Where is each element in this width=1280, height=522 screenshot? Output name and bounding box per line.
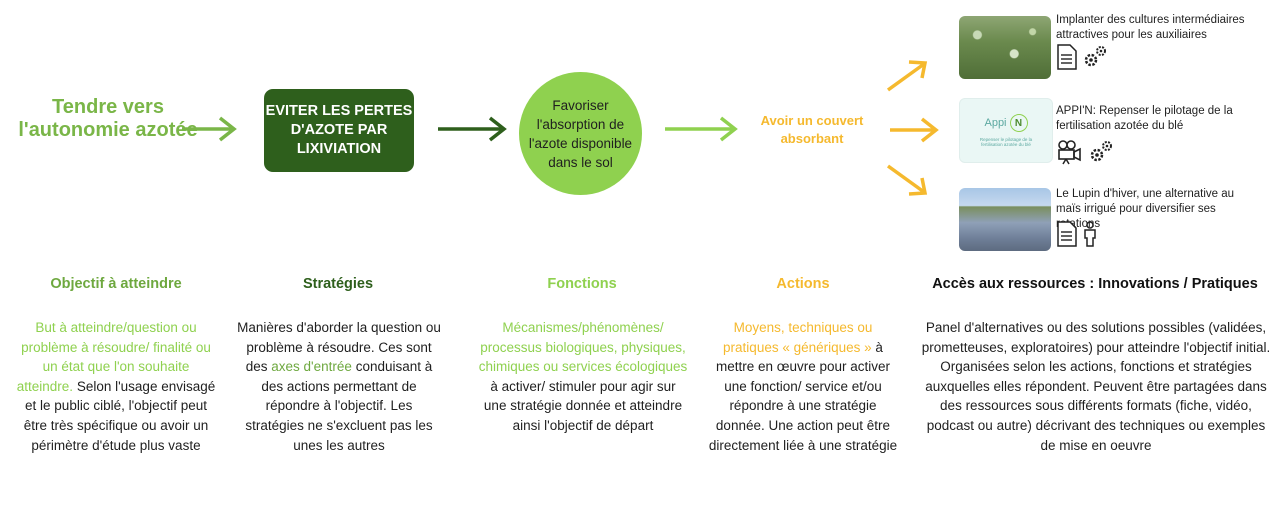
arrow-action-to-resource-3 [882, 160, 932, 200]
resource-3-title[interactable]: Le Lupin d'hiver, une alternative au maï… [1056, 188, 1235, 230]
strategy-label: EVITER LES PERTES D'AZOTE PAR LIXIVIATIO… [265, 103, 413, 157]
document-icon [1057, 221, 1077, 247]
desc-fonctions-rest: à activer/ stimuler pour agir sur une st… [483, 378, 683, 433]
appin-logo-badge: N [1009, 114, 1028, 132]
heading-objectif: Objectif à atteindre [50, 276, 182, 292]
desc-fonctions: Mécanismes/phénomènes/ processus biologi… [478, 318, 688, 436]
arrow-action-to-resource-1 [882, 56, 932, 96]
desc-strategies-part1: Manières d'aborder la question ou problè… [237, 320, 441, 375]
person-icon [1084, 221, 1096, 247]
arrow-action-to-resource-2 [888, 117, 940, 143]
desc-strategies: Manières d'aborder la question ou problè… [236, 318, 442, 455]
video-camera-icon [1058, 140, 1081, 165]
desc-strategies-highlight: axes d'entrée [271, 359, 352, 375]
strategy-box: EVITER LES PERTES D'AZOTE PAR LIXIVIATIO… [264, 89, 414, 172]
document-icon [1057, 44, 1077, 70]
desc-fonctions-highlight: Mécanismes/phénomènes/ processus biologi… [478, 320, 688, 375]
resource-2-icons [1056, 139, 1114, 165]
resource-1-image[interactable] [959, 16, 1051, 79]
heading-strategies: Stratégies [302, 276, 374, 292]
resource-3-icons [1056, 221, 1098, 247]
desc-acces-ressources: Panel d'alternatives ou des solutions po… [921, 320, 1271, 453]
action-label: Avoir un couvert absorbant [760, 113, 864, 146]
resource-1-icons [1056, 44, 1108, 70]
arrow-function-to-action [663, 116, 739, 142]
desc-actions: Moyens, techniques ou pratiques « généri… [708, 318, 898, 455]
resource-1-title[interactable]: Implanter des cultures intermédiaires at… [1056, 14, 1245, 41]
appin-logo: Appi N [984, 114, 1028, 132]
resource-2-image[interactable]: Appi N Repenser le pilotage de la fertil… [959, 98, 1053, 163]
gears-icon [1084, 46, 1106, 67]
resource-2-title[interactable]: APPI'N: Repenser le pilotage de la ferti… [1056, 105, 1233, 132]
heading-fonctions: Fonctions [547, 276, 617, 292]
desc-objectif-rest: Selon l'usage envisagé et le public cibl… [23, 378, 216, 453]
desc-actions-highlight: Moyens, techniques ou pratiques « généri… [723, 320, 873, 355]
arrow-goal-to-strategy [180, 116, 238, 142]
heading-acces-ressources: Accès aux ressources : Innovations / Pra… [932, 276, 1258, 292]
desc-objectif-highlight: But à atteindre/question ou problème à r… [16, 320, 211, 394]
gears-icon [1090, 141, 1112, 162]
resource-3-image[interactable] [959, 188, 1051, 251]
appin-subtitle: Repenser le pilotage de la fertilisation… [979, 137, 1033, 147]
function-circle: Favoriser l'absorption de l'azote dispon… [519, 72, 642, 195]
function-label: Favoriser l'absorption de l'azote dispon… [528, 97, 633, 170]
desc-objectif: But à atteindre/question ou problème à r… [14, 318, 218, 455]
arrow-strategy-to-function [436, 116, 508, 142]
appin-logo-text: Appi [984, 117, 1007, 129]
heading-actions: Actions [776, 276, 830, 292]
goal-label: Tendre vers l'autonomie azotée [18, 96, 198, 141]
desc-strategies-part2: conduisant à des actions permettant de r… [245, 359, 433, 453]
desc-actions-rest: à mettre en œuvre pour activer une fonct… [708, 339, 898, 453]
